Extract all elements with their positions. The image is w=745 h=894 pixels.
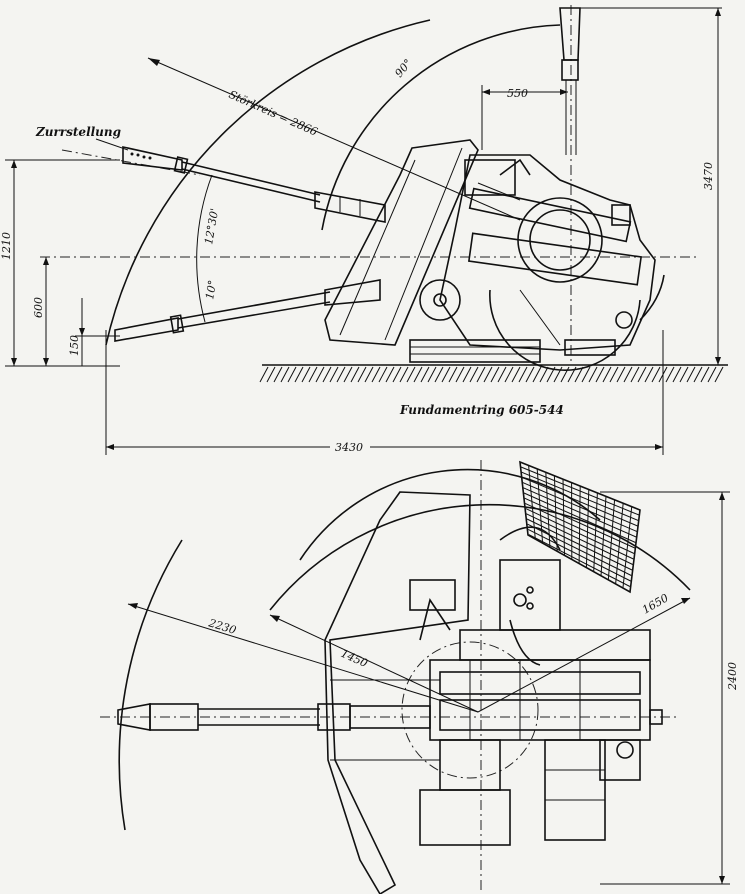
ground-hatching <box>259 364 728 383</box>
elevation-angle-arc <box>196 174 213 323</box>
gun-shield <box>324 139 479 346</box>
dim-550: 550 <box>481 85 568 150</box>
fundamentring-label: Fundamentring 605-544 <box>399 403 564 417</box>
ammo-magazine <box>544 739 606 841</box>
stoerkreis-radius <box>147 57 521 221</box>
dim-2230-label: 2230 <box>206 616 238 637</box>
angle-90-label: 90° <box>392 57 414 80</box>
plan-arc-2230 <box>118 539 183 831</box>
elevation-arc-90 <box>321 24 561 231</box>
plan-receiver <box>409 526 663 846</box>
dim-1650-label: 1650 <box>640 591 671 616</box>
dim-1210-label: 1210 <box>0 232 13 260</box>
dim-1210: 1210 <box>0 160 17 366</box>
angle-12-30-label: 12°30' <box>202 207 221 245</box>
stoerkreis-label: Störkreis = 2866 <box>227 88 320 139</box>
angle-10-label: 10° <box>203 279 219 300</box>
mesh-guard <box>519 460 641 594</box>
gun-mount-body <box>419 154 665 371</box>
dim-2400: 2400 <box>600 491 739 885</box>
dim-2400-label: 2400 <box>726 662 739 691</box>
sight-tube <box>559 7 581 155</box>
dim-150-label: 150 <box>68 335 81 356</box>
zurrstellung-label: Zurrstellung <box>35 125 121 139</box>
pedestal-base <box>409 339 616 363</box>
muzzle-brake-lower <box>114 317 179 342</box>
stowed-axis-line <box>61 149 201 176</box>
dim-550-label: 550 <box>507 87 528 100</box>
radius-2230 <box>127 603 479 713</box>
radius-1450 <box>269 614 479 713</box>
stoerkreis-arc <box>105 19 431 346</box>
dim-3430-label: 3430 <box>335 441 363 454</box>
plan-dashed-circle <box>401 641 539 779</box>
upper-barrel <box>122 146 386 223</box>
dim-150: 150 <box>68 298 120 366</box>
dim-600-label: 600 <box>32 297 45 318</box>
dim-1450-label: 1450 <box>339 647 370 670</box>
elevation-handwheel <box>419 279 461 321</box>
dim-3430: 3430 <box>105 330 664 455</box>
dim-3470-label: 3470 <box>702 162 715 190</box>
side-elevation-view: 550 3470 1210 600 150 <box>0 5 728 455</box>
dim-3470: 3470 <box>702 8 721 365</box>
muzzle-brake-upper <box>122 146 183 171</box>
radius-1650 <box>477 597 691 713</box>
plan-shield-outline <box>324 491 471 894</box>
dim-600: 600 <box>32 257 49 366</box>
plan-view: 2230 1450 1650 2400 <box>100 460 739 894</box>
